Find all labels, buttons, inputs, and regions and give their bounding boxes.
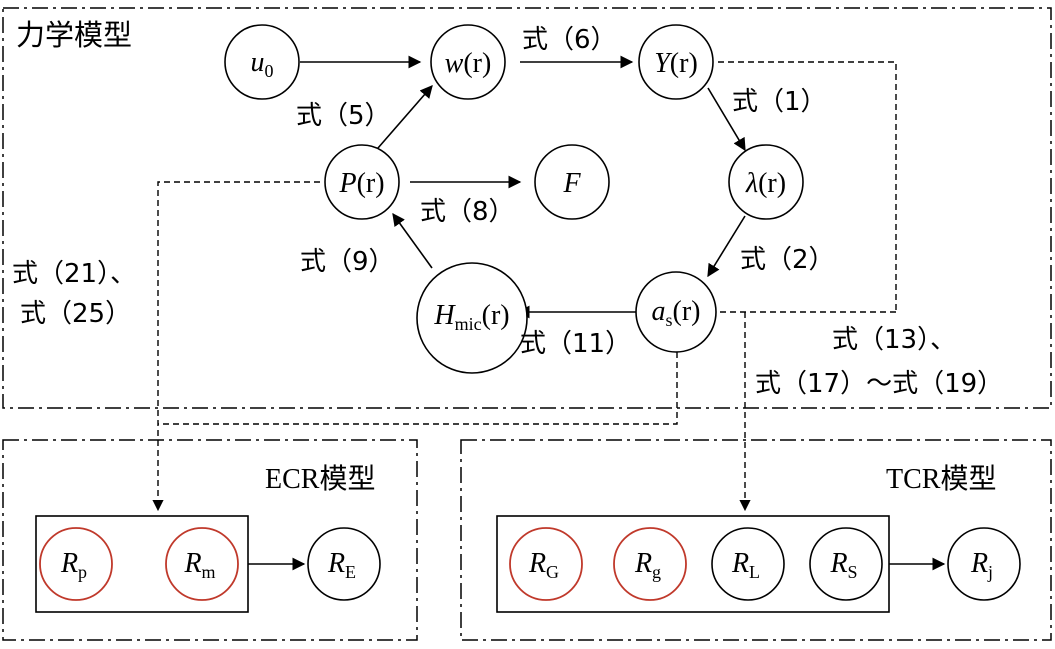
- node-RG-label: RG: [528, 548, 559, 582]
- node-lambda-circle: [728, 144, 804, 220]
- mechanics-region-frame: [2, 7, 1052, 409]
- node-Rp-label: Rp: [60, 548, 87, 582]
- node-RL-label: RL: [731, 548, 760, 582]
- node-w-label: w(r): [445, 48, 492, 79]
- equation-label-6: 式（6）: [522, 25, 617, 55]
- node-RE-circle: [307, 527, 381, 601]
- equation-label-21-25-line2: 式（25）: [20, 299, 131, 329]
- node-F-label: F: [562, 168, 581, 199]
- node-as-label: as(r): [652, 296, 701, 330]
- arrow-Hmic-to-P: [392, 212, 433, 269]
- node-Rp-circle: [39, 527, 113, 601]
- equation-label-11: 式（11）: [520, 329, 631, 359]
- node-lambda-label: λ(r): [745, 168, 786, 199]
- equation-label-9: 式（9）: [300, 247, 395, 277]
- node-Hmic-circle: [416, 262, 528, 374]
- node-w-circle: [430, 24, 506, 100]
- equation-label-13-19-line2: 式（17）～式（19）: [755, 369, 1003, 399]
- node-P-label: P(r): [338, 168, 384, 199]
- node-F-circle: [534, 144, 610, 220]
- node-Rg-circle: [613, 527, 687, 601]
- dashed-link-as-to-tcr: [720, 311, 896, 510]
- node-Rg-label: Rg: [634, 548, 661, 582]
- dashed-link-Y-to-tcr: [718, 61, 897, 312]
- arrow-P-to-w: [377, 85, 433, 149]
- node-as-circle: [635, 271, 717, 353]
- equation-label-5: 式（5）: [296, 101, 391, 131]
- mechanics-region-title: 力学模型: [16, 18, 132, 52]
- equation-label-2: 式（2）: [740, 245, 835, 275]
- dashed-link-P-to-ecr: [152, 181, 320, 512]
- node-u0-circle: [224, 24, 300, 100]
- node-RS-label: RS: [829, 548, 857, 582]
- node-Hmic-label: Hmic(r): [433, 300, 509, 334]
- ecr-region-frame: [2, 439, 418, 641]
- arrow-lambda-to-as: [707, 215, 746, 278]
- equation-label-1: 式（1）: [732, 87, 827, 117]
- ecr-region-title: ECR模型: [265, 463, 375, 495]
- node-RL-circle: [711, 527, 785, 601]
- node-Y-circle: [638, 24, 714, 100]
- node-Rj-label: Rj: [970, 548, 993, 582]
- node-P-circle: [324, 144, 400, 220]
- node-RS-circle: [809, 527, 883, 601]
- equation-label-21-25-line1: 式（21）、: [12, 259, 136, 289]
- node-RE-label: RE: [327, 548, 356, 582]
- node-Rm-label: Rm: [183, 548, 215, 582]
- equation-label-13-19-line1: 式（13）、: [832, 325, 956, 355]
- equation-label-8: 式（8）: [420, 197, 515, 227]
- node-Y-label: Y(r): [654, 48, 698, 79]
- node-Rj-circle: [947, 527, 1021, 601]
- node-u0-label: u0: [251, 47, 274, 81]
- arrow-Y-to-lambda: [707, 87, 746, 152]
- node-Rm-circle: [165, 527, 239, 601]
- dashed-link-as-to-ecr: [158, 352, 678, 425]
- node-RG-circle: [509, 527, 583, 601]
- tcr-region-frame: [460, 439, 1052, 641]
- tcr-region-title: TCR模型: [886, 463, 996, 495]
